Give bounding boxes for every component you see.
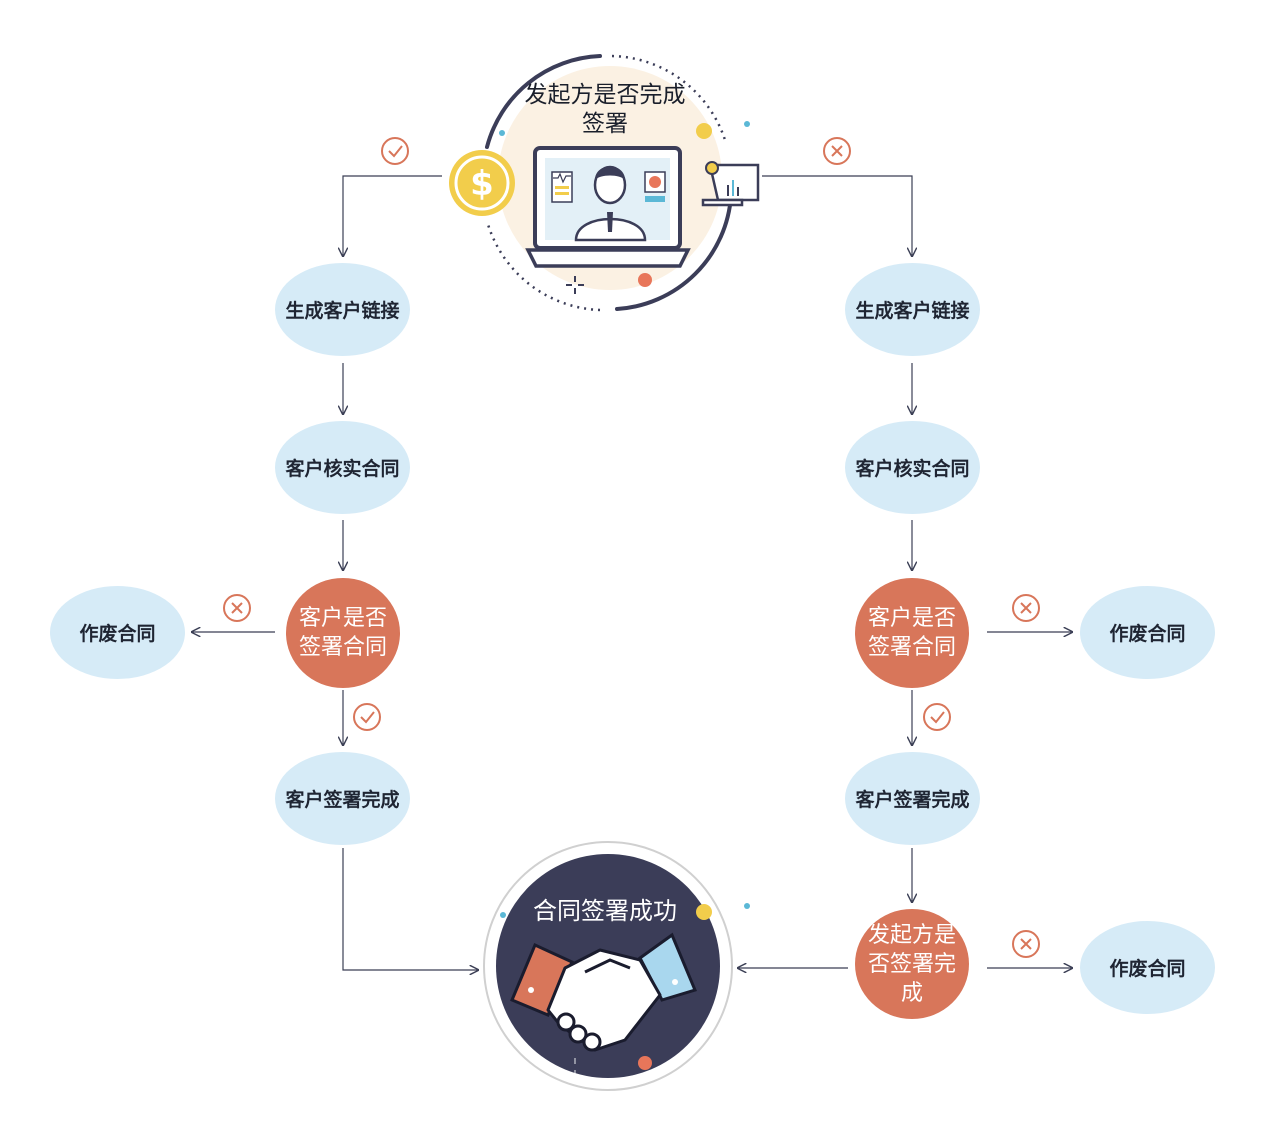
right-generate-link-node: 生成客户链接 — [845, 263, 980, 356]
line-top-left — [343, 175, 442, 256]
dollar-coin-icon: $ — [449, 150, 515, 216]
cross-icon — [223, 594, 251, 622]
line-top-right — [762, 175, 912, 256]
decision-label: 客户是否签署合同 — [298, 606, 387, 660]
right-signed-node: 客户签署完成 — [845, 752, 980, 845]
initiator-check-title: 发起方是否完成签署 — [524, 82, 686, 137]
handshake-icon — [510, 932, 698, 1052]
left-verify-contract-node: 客户核实合同 — [275, 421, 410, 514]
left-signed-node: 客户签署完成 — [275, 752, 410, 845]
right-customer-sign-decision: 客户是否签署合同 — [855, 578, 969, 688]
check-icon — [353, 703, 381, 731]
line-left-success — [342, 848, 478, 970]
cross-icon — [1012, 594, 1040, 622]
cross-icon — [823, 137, 851, 165]
top-illustration: $ — [449, 54, 760, 312]
success-illustration — [483, 841, 750, 1091]
laptop-person-icon — [525, 146, 691, 268]
left-customer-sign-decision: 客户是否签署合同 — [286, 578, 400, 688]
decision-label: 客户是否签署合同 — [867, 606, 956, 660]
right-void-node-2: 作废合同 — [1080, 921, 1215, 1014]
left-generate-link-node: 生成客户链接 — [275, 263, 410, 356]
right-verify-contract-node: 客户核实合同 — [845, 421, 980, 514]
left-void-node: 作废合同 — [50, 586, 185, 679]
right-initiator-sign-decision: 发起方是否签署完成 — [855, 909, 969, 1019]
check-icon — [923, 703, 951, 731]
svg-text:$: $ — [470, 164, 494, 204]
chart-document-icon — [701, 161, 760, 207]
success-title: 合同签署成功 — [533, 897, 677, 925]
cross-icon — [1012, 930, 1040, 958]
check-icon — [381, 137, 409, 165]
right-void-node: 作废合同 — [1080, 586, 1215, 679]
decision-label: 发起方是否签署完成 — [867, 922, 956, 1006]
